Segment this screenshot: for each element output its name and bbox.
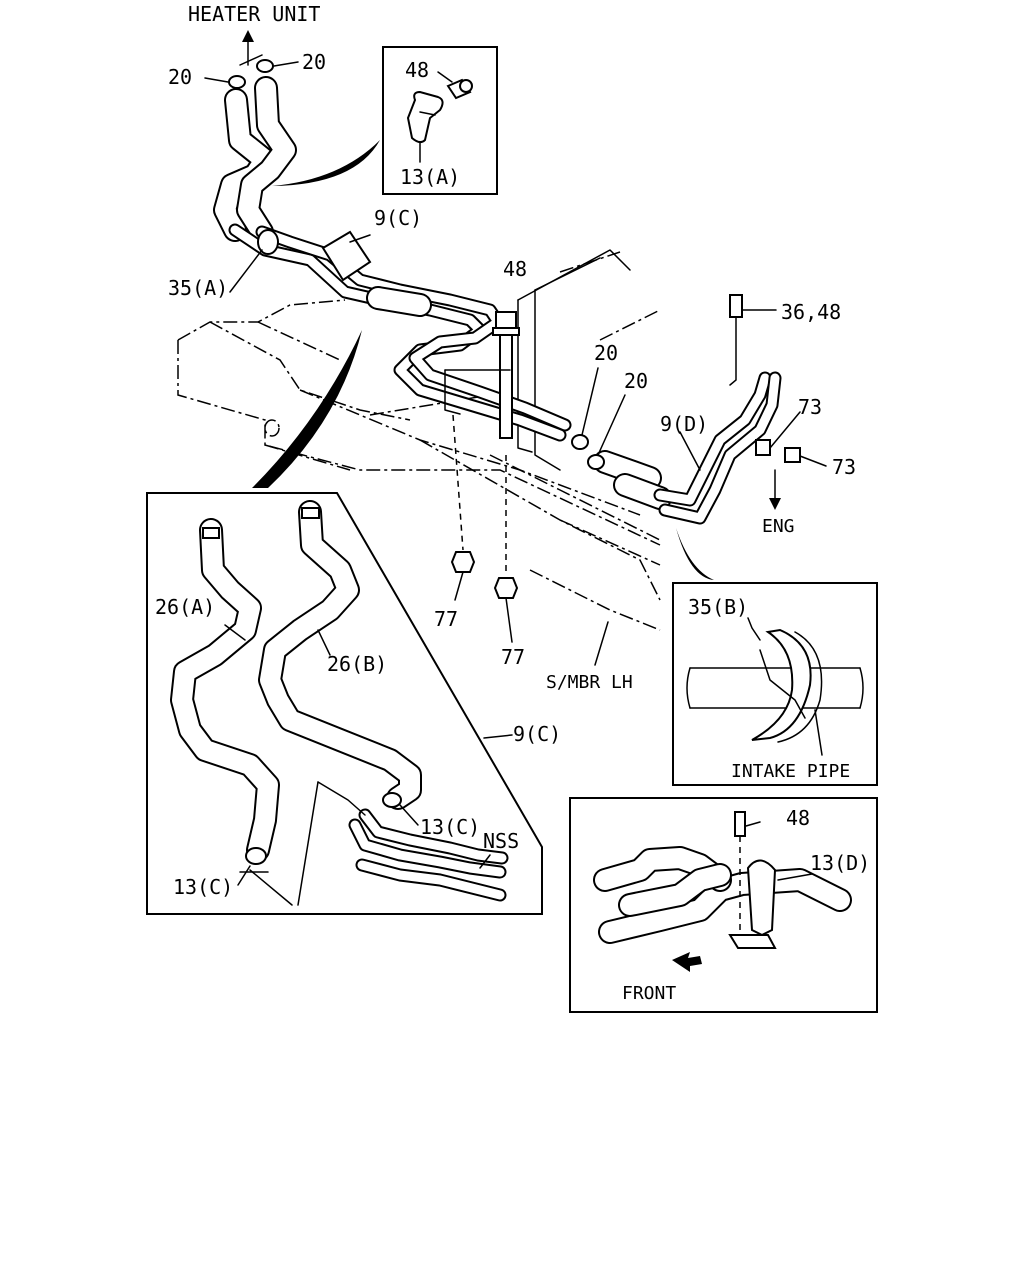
label-eng: ENG xyxy=(762,516,795,537)
label-clip-13c-right: 13(C) xyxy=(420,815,480,839)
label-clip-35b: 35(B) xyxy=(688,595,748,619)
label-hose-35a: 35(A) xyxy=(168,276,228,300)
label-heater-unit: HEATER UNIT xyxy=(188,2,320,26)
label-nss: NSS xyxy=(483,829,519,853)
heater-pipes xyxy=(213,76,782,525)
label-clip-73-bottom: 73 xyxy=(832,455,856,479)
label-clamp-20-mid1: 20 xyxy=(594,341,618,365)
label-clip-13d: 13(D) xyxy=(810,851,870,875)
label-pipe-9c-detail: 9(C) xyxy=(513,722,561,746)
label-clamp-20-left: 20 xyxy=(168,65,192,89)
inset-13a xyxy=(382,46,498,195)
label-clamp-20-mid2: 20 xyxy=(624,369,648,393)
label-bolt-48-detail: 48 xyxy=(786,806,810,830)
frame-outline xyxy=(177,299,661,631)
hardware xyxy=(204,30,827,643)
label-intake-pipe: INTAKE PIPE xyxy=(731,761,850,782)
labels: HEATER UNIT 20 20 48 13(A) 9(C) 35(A) 48… xyxy=(155,2,870,1004)
label-hose-26b: 26(B) xyxy=(327,652,387,676)
inset-13d xyxy=(569,797,878,1013)
label-clip-13a: 13(A) xyxy=(400,165,460,189)
inset-9c xyxy=(146,492,543,915)
label-bolt-36-48: 36,48 xyxy=(781,300,841,324)
label-nut-77-left: 77 xyxy=(434,607,458,631)
callout-arcs xyxy=(252,140,714,580)
label-clip-73-top: 73 xyxy=(798,395,822,419)
body-panel xyxy=(517,249,661,471)
label-pipe-9c-top: 9(C) xyxy=(374,206,422,230)
label-hose-26a: 26(A) xyxy=(155,595,215,619)
label-bolt-48-box: 48 xyxy=(405,58,429,82)
label-front: FRONT xyxy=(622,983,676,1004)
label-smbr-lh: S/MBR LH xyxy=(546,672,633,693)
label-nut-77-right: 77 xyxy=(501,645,525,669)
label-clamp-20-right: 20 xyxy=(302,50,326,74)
label-clip-13c-left: 13(C) xyxy=(173,875,233,899)
inset-35b xyxy=(672,582,878,786)
label-bolt-48-center: 48 xyxy=(503,257,527,281)
smbr-leader xyxy=(594,621,609,666)
label-pipe-9d: 9(D) xyxy=(660,412,708,436)
